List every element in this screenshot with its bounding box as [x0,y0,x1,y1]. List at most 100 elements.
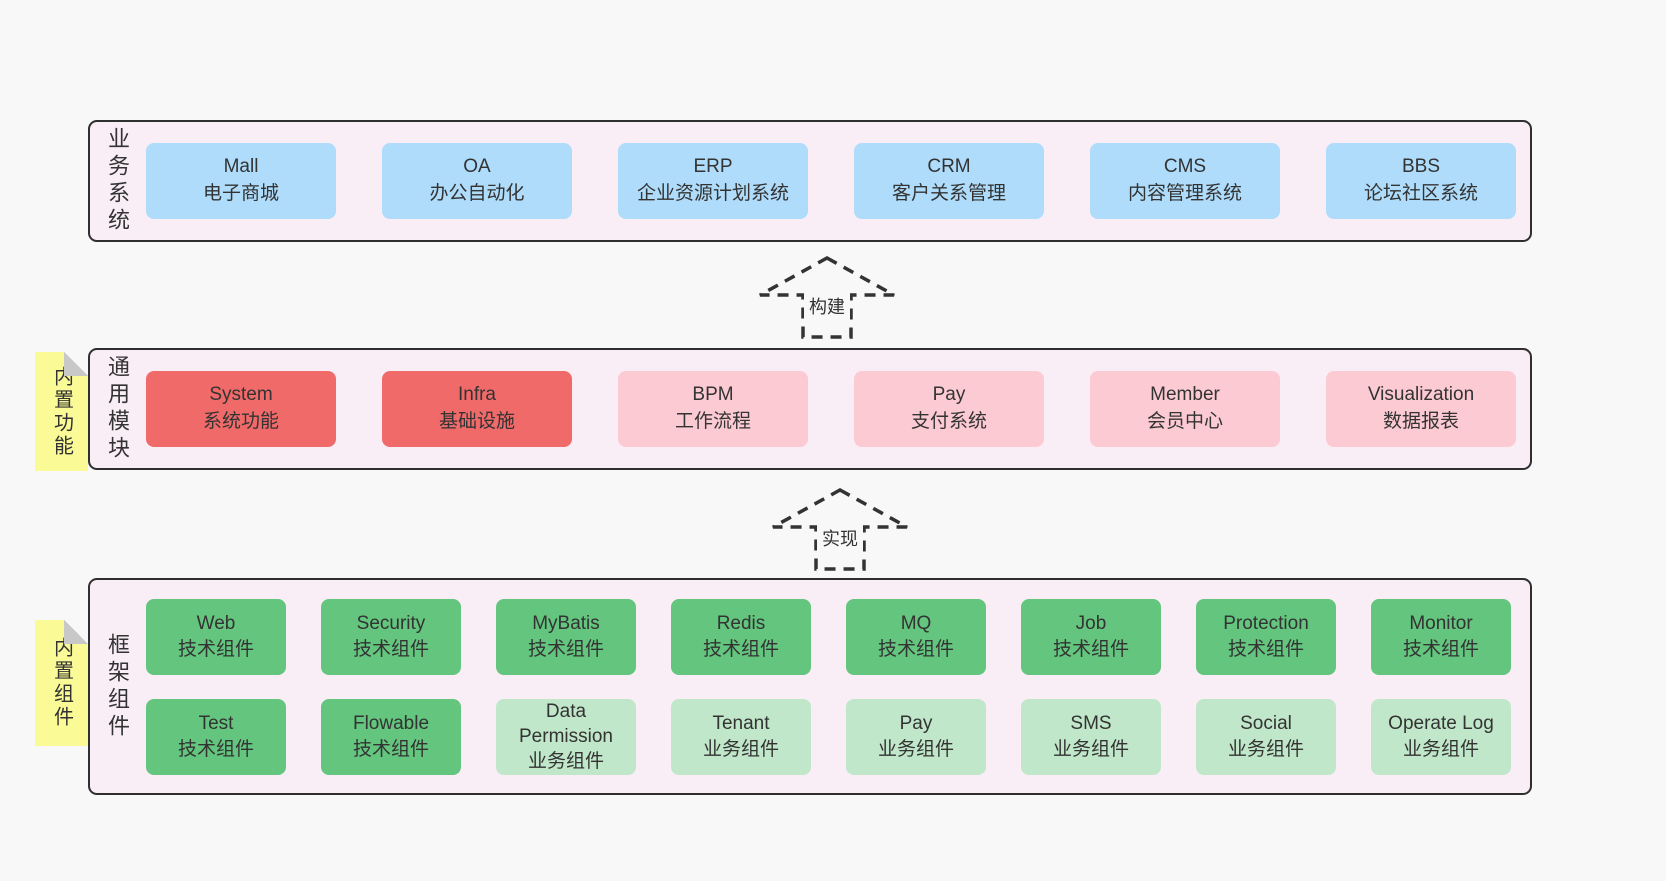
box-title: Data Permission [519,700,613,747]
section-label-business: 业务系统 [105,127,130,235]
section-label-common: 通用模块 [105,355,130,463]
box-title: Test [198,713,234,735]
arrow-implement: 实现 [770,487,910,573]
box-subtitle: 系统功能 [202,411,279,432]
box-title: Job [1075,613,1107,635]
box-title: Member [1150,384,1220,406]
box-subtitle: 内容管理系统 [1127,183,1242,204]
box-erp: ERP 企业资源计划系统 [618,143,808,219]
box-operate-log: Operate Log 业务组件 [1371,698,1511,775]
box-title: System [209,384,273,406]
box-mq: MQ 技术组件 [846,598,986,675]
box-test: Test 技术组件 [146,698,286,775]
box-data-permission: Data Permission 业务组件 [496,698,636,775]
box-subtitle: 企业资源计划系统 [636,183,789,204]
box-subtitle: 会员中心 [1146,411,1223,432]
business-box-row: Mall 电子商城 OA 办公自动化 ERP 企业资源计划系统 CRM 客户关系… [146,143,1516,219]
box-monitor: Monitor 技术组件 [1371,598,1511,675]
box-title: Monitor [1409,613,1473,635]
section-business-systems: 业务系统 Mall 电子商城 OA 办公自动化 ERP 企业资源计划系统 CRM… [88,120,1532,242]
box-crm: CRM 客户关系管理 [854,143,1044,219]
box-subtitle: 电子商城 [202,183,279,204]
box-subtitle: 业务组件 [1227,738,1304,760]
box-bbs: BBS 论坛社区系统 [1326,143,1516,219]
box-title: Visualization [1367,384,1475,406]
box-subtitle: 技术组件 [702,638,779,660]
box-title: CRM [927,156,971,178]
box-security: Security 技术组件 [321,598,461,675]
box-title: Protection [1223,613,1309,635]
tab-built-in-features: 内置功能 [35,352,88,471]
arrow-build: 构建 [757,255,897,341]
box-subtitle: 技术组件 [877,638,954,660]
box-subtitle: 业务组件 [527,751,604,773]
box-subtitle: 客户关系管理 [891,183,1006,204]
box-subtitle: 数据报表 [1382,411,1459,432]
box-social: Social 业务组件 [1196,698,1336,775]
box-job: Job 技术组件 [1021,598,1161,675]
box-subtitle: 技术组件 [1227,638,1304,660]
box-mybatis: MyBatis 技术组件 [496,598,636,675]
box-subtitle: 业务组件 [702,738,779,760]
box-title: BPM [692,384,734,406]
box-subtitle: 论坛社区系统 [1363,183,1478,204]
box-redis: Redis 技术组件 [671,598,811,675]
box-tenant: Tenant 业务组件 [671,698,811,775]
box-pay-component: Pay 业务组件 [846,698,986,775]
box-title: SMS [1070,713,1112,735]
box-title: Redis [716,613,766,635]
box-title: Pay [932,384,966,406]
box-subtitle: 技术组件 [527,638,604,660]
box-protection: Protection 技术组件 [1196,598,1336,675]
box-subtitle: 业务组件 [877,738,954,760]
box-bpm: BPM 工作流程 [618,371,808,447]
arrow-build-label: 构建 [804,292,850,320]
common-box-row: System 系统功能 Infra 基础设施 BPM 工作流程 Pay 支付系统… [146,371,1516,447]
framework-box-grid: Web 技术组件 Security 技术组件 MyBatis 技术组件 Redi… [146,598,1511,775]
box-subtitle: 基础设施 [438,411,515,432]
box-title: Security [356,613,426,635]
box-member: Member 会员中心 [1090,371,1280,447]
box-title: MQ [900,613,932,635]
tab-built-in-features-label: 内置功能 [50,365,73,458]
box-title: Pay [899,713,933,735]
box-subtitle: 支付系统 [910,411,987,432]
box-flowable: Flowable 技术组件 [321,698,461,775]
box-web: Web 技术组件 [146,598,286,675]
box-title: Tenant [712,713,770,735]
box-subtitle: 技术组件 [1052,638,1129,660]
box-subtitle: 业务组件 [1052,738,1129,760]
box-title: Infra [457,384,497,406]
box-mall: Mall 电子商城 [146,143,336,219]
box-subtitle: 技术组件 [177,638,254,660]
box-oa: OA 办公自动化 [382,143,572,219]
box-system: System 系统功能 [146,371,336,447]
box-subtitle: 技术组件 [352,638,429,660]
box-title: ERP [693,156,733,178]
section-label-framework: 框架组件 [105,632,130,741]
arrow-implement-label: 实现 [817,524,863,552]
section-framework-components: 框架组件 Web 技术组件 Security 技术组件 MyBatis 技术组件… [88,578,1532,795]
box-subtitle: 办公自动化 [429,183,525,204]
box-title: CMS [1163,156,1207,178]
box-cms: CMS 内容管理系统 [1090,143,1280,219]
framework-row-1: Web 技术组件 Security 技术组件 MyBatis 技术组件 Redi… [146,598,1511,675]
box-title: MyBatis [532,613,600,635]
box-pay-module: Pay 支付系统 [854,371,1044,447]
section-common-modules: 通用模块 System 系统功能 Infra 基础设施 BPM 工作流程 Pay… [88,348,1532,470]
box-title: Operate Log [1388,713,1494,735]
framework-row-2: Test 技术组件 Flowable 技术组件 Data Permission … [146,698,1511,775]
box-title: Flowable [352,713,430,735]
box-subtitle: 技术组件 [1402,638,1479,660]
box-subtitle: 技术组件 [352,738,429,760]
box-title: OA [463,156,491,178]
box-infra: Infra 基础设施 [382,371,572,447]
box-title: Mall [223,156,259,178]
box-title: Social [1240,713,1292,735]
box-sms: SMS 业务组件 [1021,698,1161,775]
box-subtitle: 业务组件 [1402,738,1479,760]
box-subtitle: 工作流程 [674,411,751,432]
tab-built-in-components: 内置组件 [35,620,88,746]
box-title: Web [196,613,236,635]
tab-built-in-components-label: 内置组件 [50,637,73,729]
